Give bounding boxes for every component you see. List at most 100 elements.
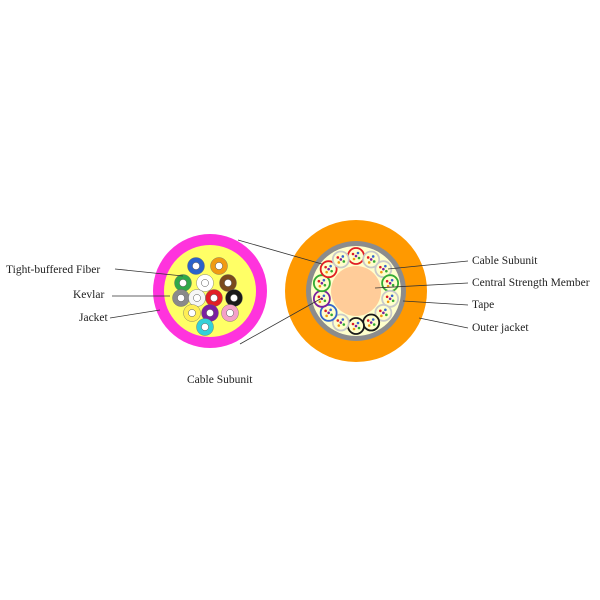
subunit-fiber-dot: [320, 281, 324, 285]
central-strength-member-label: Central Strength Member: [472, 277, 590, 289]
subunit-fiber-dot: [354, 324, 358, 328]
central-strength-member: [331, 266, 381, 316]
subunit-fiber-dot: [384, 308, 387, 312]
subunit-fiber-dot: [379, 309, 382, 313]
cable-subunit: [381, 274, 400, 293]
subunit-fiber-dot: [324, 265, 327, 269]
subunit-fiber-dot: [391, 299, 395, 303]
subunit-fiber-dot: [385, 269, 388, 273]
subunit-fiber-dot: [390, 294, 394, 298]
subunit-fiber-dot: [390, 278, 394, 282]
fiber-core: [188, 309, 196, 317]
subunit-fiber-dot: [322, 278, 326, 282]
subunit-fiber-dot: [351, 322, 355, 326]
subunit-fiber-dot: [367, 324, 371, 327]
fiber-core: [201, 323, 209, 331]
cable-subunit-label: Cable Subunit: [472, 255, 538, 267]
cable-subunit: [331, 313, 350, 332]
fiber: [221, 304, 239, 322]
subunit-fiber-dot: [354, 254, 358, 258]
fiber: [210, 257, 228, 275]
outer-jacket-label: Outer jacket: [472, 322, 529, 334]
subunit-fiber-dot: [322, 294, 326, 298]
subunit-fiber-dot: [325, 270, 328, 274]
kevlar-label: Kevlar: [73, 289, 105, 301]
fiber: [183, 304, 201, 322]
outer-jacket-leader: [418, 317, 469, 329]
subunit-fiber-dot: [369, 321, 373, 324]
subunit-fiber-dot: [385, 313, 388, 317]
subunit-fiber-dot: [341, 318, 345, 321]
subunit-fiber-dot: [323, 283, 327, 287]
cable-subunit: [319, 260, 338, 279]
subunit-fiber-dot: [384, 264, 387, 268]
fiber: [225, 289, 243, 307]
subunit-fiber-dot: [327, 267, 330, 271]
cable-subunit: [374, 303, 393, 322]
fiber: [174, 274, 192, 292]
subunit-fiber-dot: [342, 260, 346, 263]
subunit-fiber-dot: [369, 258, 373, 261]
subunit-fiber-dot: [342, 323, 346, 326]
fiber: [201, 304, 219, 322]
subunit-fiber-dot: [325, 314, 328, 318]
fiber-core: [177, 294, 185, 302]
cable-subunit-caption: Cable Subunit: [187, 374, 253, 386]
subunit-fiber-dot: [385, 279, 389, 283]
subunit-fiber-dot: [352, 327, 356, 331]
fiber-core: [230, 294, 238, 302]
tape-leader: [402, 300, 469, 306]
subunit-fiber-dot: [352, 257, 356, 261]
subunit-leader: [387, 260, 469, 270]
subunit-fiber-dot: [337, 324, 341, 327]
subunit-fiber-dot: [379, 265, 382, 269]
jacket-leader: [109, 309, 161, 319]
cable-cross-section: [285, 220, 427, 362]
subunit-cross-section: [153, 234, 267, 348]
subunit-fiber-dot: [366, 319, 370, 322]
subunit-fiber-dot: [323, 299, 327, 303]
subunit-fiber-dot: [329, 264, 332, 268]
subunit-fiber-dot: [351, 252, 355, 256]
fiber-core: [193, 294, 201, 302]
subunit-fiber-dot: [317, 279, 321, 283]
cable-subunit: [347, 317, 365, 335]
subunit-fiber-dot: [386, 300, 390, 304]
subunit-fiber-dot: [371, 318, 375, 321]
cable-subunit: [331, 250, 350, 269]
subunit-fiber-dot: [366, 256, 370, 259]
fiber: [196, 274, 214, 292]
subunit-fiber-dot: [337, 261, 341, 264]
fiber-core: [206, 309, 214, 317]
cable-subunit: [347, 247, 365, 265]
csm-leader: [374, 282, 469, 289]
subunit-fiber-dot: [324, 309, 327, 313]
subunit-fiber-dot: [330, 269, 333, 273]
subunit-fiber-dot: [380, 314, 383, 318]
tight-buffered-fiber-label: Tight-buffered Fiber: [6, 264, 101, 276]
fiber: [188, 289, 206, 307]
subunit-fiber-dot: [382, 267, 385, 271]
fiber-leader: [114, 268, 184, 277]
subunit-fiber-dot: [329, 308, 332, 312]
fiber: [205, 289, 223, 307]
fiber-core: [179, 279, 187, 287]
subunit-fiber-dot: [341, 255, 345, 258]
subunit-fiber-dot: [380, 270, 383, 274]
fiber: [172, 289, 190, 307]
tape-label: Tape: [472, 299, 495, 311]
subunit-fiber-dot: [339, 321, 343, 324]
tight-buffered-fibers: [172, 257, 243, 336]
subunit-fiber-dot: [371, 255, 375, 258]
subunit-fiber-dot: [356, 321, 360, 325]
cable-subunit: [312, 274, 331, 293]
cable-subunit: [362, 250, 381, 269]
jacket-label: Jacket: [79, 312, 108, 324]
subunit-fiber-dot: [357, 326, 361, 330]
subunit-fiber-dot: [330, 313, 333, 317]
fiber: [196, 318, 214, 336]
subunit-fiber-dot: [336, 319, 340, 322]
leader-lines: [109, 239, 469, 345]
subunit-fiber-dot: [327, 311, 330, 315]
subunit-fiber-dot: [388, 281, 392, 285]
